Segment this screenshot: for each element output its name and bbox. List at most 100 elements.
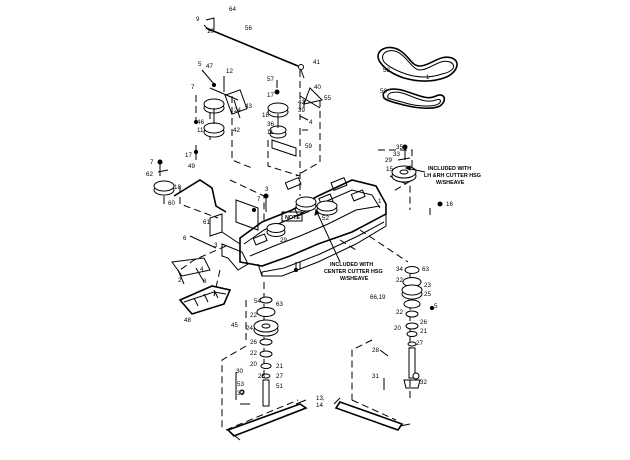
- callout: 3: [265, 186, 269, 193]
- center-upper-spindle-assembly: [267, 80, 323, 157]
- callout: 17: [267, 92, 274, 99]
- callout: 48: [184, 317, 191, 324]
- note-line: LH &RH CUTTER HSG: [424, 173, 481, 179]
- note-center-cutter: INCLUDED WITH CENTER CUTTER HSG W/SHEAVE: [324, 262, 383, 282]
- belt-58: [377, 46, 458, 82]
- callout: 3: [214, 242, 218, 249]
- callout: 14: [316, 402, 323, 409]
- callout: 24: [234, 107, 241, 114]
- callout: 28: [258, 373, 265, 380]
- callout: 12: [226, 68, 233, 75]
- callout: 10: [207, 28, 214, 35]
- note-leader-arrows: [314, 165, 426, 263]
- callout: 13,: [316, 395, 325, 402]
- callout: 24: [246, 325, 253, 332]
- left-bracket-assembly: [171, 193, 443, 285]
- callout: 59: [305, 143, 312, 150]
- callout: 29: [385, 157, 392, 164]
- callout: 18: [262, 112, 269, 119]
- callout: 20: [250, 361, 257, 368]
- left-idler-assembly: [153, 159, 227, 213]
- callout: 16: [446, 201, 453, 208]
- callout: 1: [378, 198, 382, 205]
- note-box: [281, 211, 303, 222]
- callout: 7: [257, 196, 261, 203]
- callout: 4: [309, 119, 313, 126]
- callout: 21: [276, 363, 283, 370]
- callout: 26: [250, 339, 257, 346]
- callout: 55: [324, 95, 331, 102]
- callout: 20: [394, 325, 401, 332]
- callout: 11: [267, 129, 274, 136]
- callout: 57: [267, 76, 274, 83]
- callout: 28: [372, 347, 379, 354]
- note-line: W/SHEAVE: [340, 276, 369, 282]
- callout: 64: [229, 6, 236, 13]
- callout: 41: [313, 59, 320, 66]
- callout: 42: [233, 127, 240, 134]
- callout: 21: [420, 328, 427, 335]
- note-line: CENTER CUTTER HSG: [324, 269, 383, 275]
- callout: 47: [206, 63, 213, 70]
- callout: 39: [298, 107, 305, 114]
- callout: 9: [196, 16, 200, 23]
- callout: 22: [250, 350, 257, 357]
- center-lower-spindle-stack: [235, 296, 279, 407]
- callout: 54: [254, 298, 261, 305]
- callout: 50: [380, 88, 387, 95]
- callout: 58: [383, 67, 390, 74]
- note-line: INCLUDED WITH: [330, 262, 373, 268]
- callout: 34: [396, 266, 403, 273]
- note-lh-rh-cutter: INCLUDED WITH LH &RH CUTTER HSG W/SHEAVE: [424, 166, 481, 186]
- callout: 27: [416, 340, 423, 347]
- callout: 42: [298, 99, 305, 106]
- callout: 49: [188, 163, 195, 170]
- callout: 8: [203, 278, 207, 285]
- linkage-rod: [203, 17, 305, 79]
- callout: 61: [203, 219, 210, 226]
- callout: 17: [185, 152, 192, 159]
- callout: 36: [267, 121, 274, 128]
- callout: 30: [236, 368, 243, 375]
- callout: 60: [168, 200, 175, 207]
- cutter-blades: [226, 397, 411, 441]
- callout: 35: [396, 144, 403, 151]
- callout-numbers: 64 9 10 56 41 5 47 12 7 24 43 46 11 42 1…: [146, 6, 453, 409]
- callout: 18: [174, 184, 181, 191]
- callout: 5: [434, 303, 438, 310]
- callout: 15: [386, 166, 393, 173]
- callout: 32: [237, 390, 244, 397]
- callout: 53: [237, 381, 244, 388]
- callout: 40: [314, 84, 321, 91]
- note-line: INCLUDED WITH: [428, 166, 471, 172]
- callout: 23: [424, 282, 431, 289]
- note-label: NOTE: [285, 215, 300, 221]
- callout: 6: [183, 235, 187, 242]
- callout: 66,19: [370, 294, 386, 301]
- drive-belts: [377, 46, 458, 109]
- callout: 27: [276, 373, 283, 380]
- callout: 25: [424, 291, 431, 298]
- callout: 62: [146, 171, 153, 178]
- callout: 4: [200, 266, 204, 273]
- callout: 31: [372, 373, 379, 380]
- callout: 52: [322, 215, 329, 222]
- callout: 56: [245, 25, 252, 32]
- callout: 22: [396, 309, 403, 316]
- right-blade: [334, 401, 404, 431]
- callout: 45: [231, 322, 238, 329]
- callout: 7: [150, 159, 154, 166]
- callout: 7: [191, 84, 195, 91]
- callout: 2: [178, 277, 182, 284]
- callout: 22: [250, 312, 257, 319]
- callout: 1: [426, 74, 430, 81]
- callout: 26: [420, 319, 427, 326]
- left-upper-spindle-assembly: [193, 69, 248, 160]
- callout: 63: [276, 301, 283, 308]
- callout: 5: [198, 61, 202, 68]
- belt-50: [382, 88, 446, 109]
- note-line: W/SHEAVE: [436, 180, 465, 186]
- callout: 33: [393, 151, 400, 158]
- mower-deck: NOTE: [239, 176, 387, 277]
